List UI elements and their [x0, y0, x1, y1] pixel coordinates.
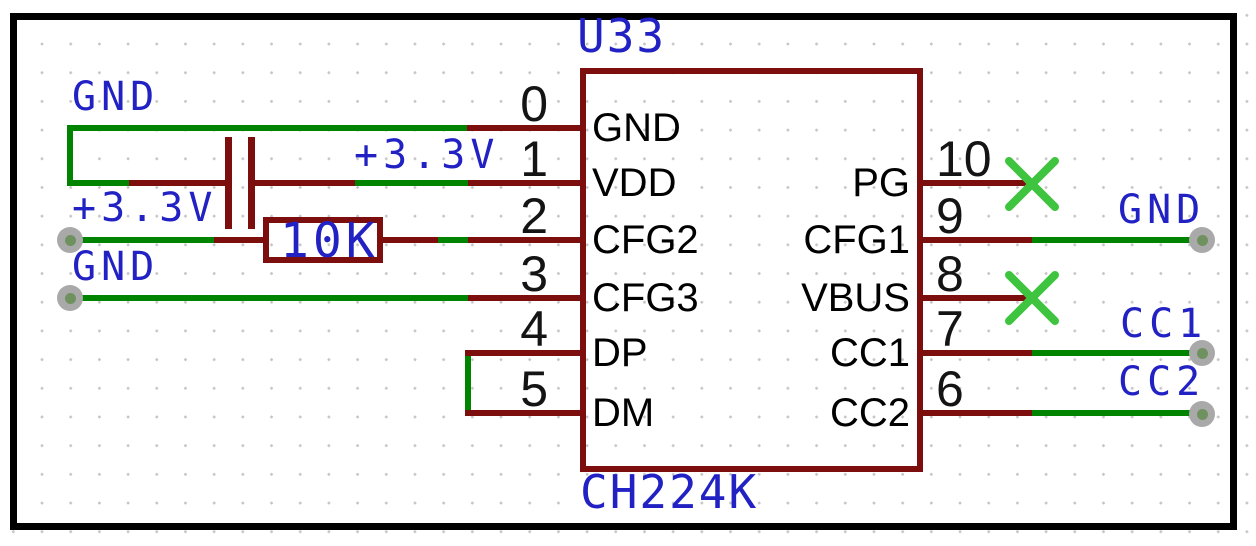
endpoint-dot-icon — [1196, 347, 1208, 359]
wire-endpoint[interactable] — [1189, 227, 1215, 253]
wire-dp-dm-loop[interactable] — [465, 350, 471, 416]
sheet-border — [10, 13, 1237, 530]
pin-stub-cfg1[interactable] — [920, 237, 1032, 243]
pin-number-4: 4 — [520, 301, 548, 357]
pin-stub-pg[interactable] — [920, 180, 1030, 186]
pin-name-vdd: VDD — [592, 161, 677, 205]
no-connect-icon[interactable] — [1005, 271, 1059, 325]
wire-3v3-to-resistor[interactable] — [82, 237, 214, 243]
pin-number-7: 7 — [936, 301, 964, 357]
wire-endpoint[interactable] — [1189, 401, 1215, 427]
ic-value[interactable]: CH224K — [580, 465, 759, 519]
pin-name-cc2: CC2 — [829, 391, 910, 435]
net-label-3v3-left[interactable]: +3.3V — [72, 185, 218, 231]
net-label-gnd-right[interactable]: GND — [1118, 187, 1206, 233]
net-label-cc2[interactable]: CC2 — [1118, 359, 1206, 405]
pin-number-2: 2 — [520, 188, 548, 244]
pin-stub-cfg2[interactable] — [468, 237, 580, 243]
pin-number-10: 10 — [936, 131, 992, 187]
pin-number-8: 8 — [936, 246, 964, 302]
pin-name-cc1: CC1 — [829, 331, 910, 375]
wire-gnd-to-capacitor[interactable] — [67, 180, 129, 186]
pin-stub-cc1[interactable] — [920, 350, 1032, 356]
pin-stub-dm[interactable] — [465, 410, 580, 416]
endpoint-dot-icon — [64, 292, 76, 304]
pin-number-3: 3 — [520, 246, 548, 302]
pin-stub-vbus[interactable] — [920, 295, 1030, 301]
ic-reference[interactable]: U33 — [577, 9, 667, 63]
pin-name-gnd: GND — [592, 106, 681, 150]
no-connect-icon[interactable] — [1005, 157, 1059, 211]
net-label-cc1[interactable]: CC1 — [1120, 301, 1208, 347]
endpoint-dot-icon — [1196, 408, 1208, 420]
wire-endpoint[interactable] — [1189, 340, 1215, 366]
wire-gnd-corner-vertical[interactable] — [67, 125, 73, 186]
resistor-value[interactable]: 10K — [280, 213, 379, 269]
pin-number-0: 0 — [520, 76, 548, 132]
pin-stub-gnd[interactable] — [467, 125, 580, 131]
pin-number-6: 6 — [936, 361, 964, 417]
resistor-body[interactable] — [263, 217, 383, 263]
wire-cfg1-to-gnd[interactable] — [1032, 237, 1192, 243]
net-label-gnd-left[interactable]: GND — [72, 244, 160, 290]
wire-resistor-to-cfg2[interactable] — [438, 237, 468, 243]
pin-stub-cfg3[interactable] — [468, 295, 580, 301]
wire-cc2[interactable] — [1032, 410, 1192, 416]
pin-number-5: 5 — [520, 361, 548, 417]
endpoint-dot-icon — [1196, 234, 1208, 246]
pin-stub-cc2[interactable] — [920, 410, 1032, 416]
pin-stub-vdd[interactable] — [468, 180, 580, 186]
pin-stub-dp[interactable] — [465, 350, 580, 356]
wire-gnd-to-cfg3[interactable] — [82, 295, 468, 301]
capacitor-plate-left[interactable] — [225, 137, 232, 229]
pin-name-dm: DM — [592, 391, 655, 435]
wire-vdd[interactable] — [355, 180, 468, 186]
endpoint-dot-icon — [64, 234, 76, 246]
ic-body[interactable] — [580, 68, 923, 472]
pin-number-1: 1 — [520, 131, 548, 187]
pin-name-cfg3: CFG3 — [592, 276, 699, 320]
pin-name-cfg2: CFG2 — [592, 218, 699, 262]
resistor-lead-right[interactable] — [383, 237, 438, 243]
capacitor-plate-right[interactable] — [248, 137, 255, 229]
wire-endpoint[interactable] — [57, 227, 83, 253]
capacitor-lead-left[interactable] — [129, 180, 225, 186]
wire-gnd-top[interactable] — [70, 125, 467, 131]
resistor-lead-left[interactable] — [214, 237, 263, 243]
wire-cc1[interactable] — [1032, 350, 1192, 356]
net-label-gnd-top[interactable]: GND — [72, 74, 160, 120]
capacitor-lead-right[interactable] — [255, 180, 355, 186]
wire-endpoint[interactable] — [57, 285, 83, 311]
pin-name-dp: DP — [592, 331, 648, 375]
pin-name-pg: PG — [852, 161, 910, 205]
net-label-3v3-vdd[interactable]: +3.3V — [354, 132, 500, 178]
pin-name-vbus: VBUS — [801, 276, 910, 320]
pin-number-9: 9 — [936, 188, 964, 244]
pin-name-cfg1: CFG1 — [803, 218, 910, 262]
